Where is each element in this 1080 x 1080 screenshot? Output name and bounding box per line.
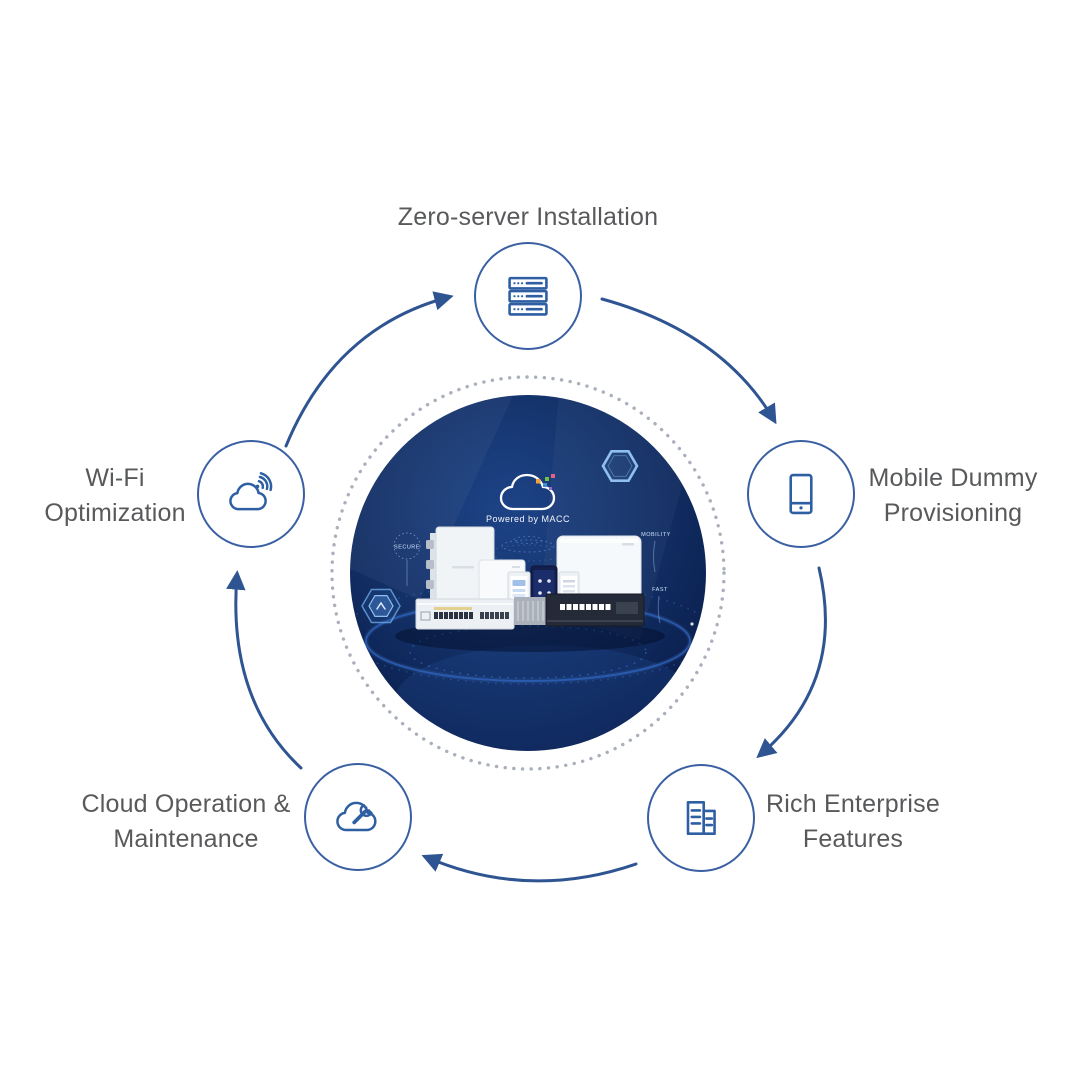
device-switch-dark [545,593,645,627]
arrow-zero-server-to-mobile [600,297,777,425]
node-cloud-om [304,763,412,871]
dotted-ring [330,375,726,771]
svg-text:FAST: FAST [652,587,668,593]
smartphone-icon [789,473,813,515]
arrow-mobile-to-rich [756,566,827,759]
hexagon-icon-glow [361,588,401,624]
server-stack-icon [508,276,548,316]
label-zero-server: Zero-server Installation [397,203,659,231]
hologram-wave [513,536,543,544]
micro-label-secure: SECURE [393,532,421,586]
cycle-arrows [226,291,827,883]
svg-text:MOBILITY: MOBILITY [641,532,671,538]
orbit-ring-dashed [409,625,647,679]
cloud-wifi-icon [229,472,273,511]
arrow-rich-to-cloud-om [421,853,638,883]
node-rich-enterprise [647,764,755,872]
device-switch-gray [514,597,546,625]
cloud-logo-pixels [536,474,555,490]
powered-by-text: Powered by MACC [486,514,570,524]
node-wifi-opt [197,440,305,548]
arrow-cloud-om-to-wifi [226,570,303,770]
label-cloud-om: Cloud Operation & Maintenance [81,790,291,853]
cloud-wrench-icon [336,801,377,832]
device-switch-white [415,598,515,630]
label-rich-enterprise: Rich Enterprise Features [766,790,940,853]
hologram-wave [501,539,555,553]
cloud-logo-icon [499,473,556,511]
label-mobile-dummy: Mobile Dummy Provisioning [868,464,1038,527]
arrow-wifi-to-zero-server [284,291,454,448]
enterprise-buildings-icon [686,800,716,836]
micro-label-fast: FAST [652,587,694,626]
micro-label-mobility: MOBILITY [641,532,671,573]
hexagon-icon [601,449,639,483]
node-zero-server [474,242,582,350]
svg-text:SECURE: SECURE [394,545,420,551]
node-mobile-dummy [747,440,855,548]
label-wifi-opt: Wi-Fi Optimization [44,464,186,527]
glow [395,645,695,751]
